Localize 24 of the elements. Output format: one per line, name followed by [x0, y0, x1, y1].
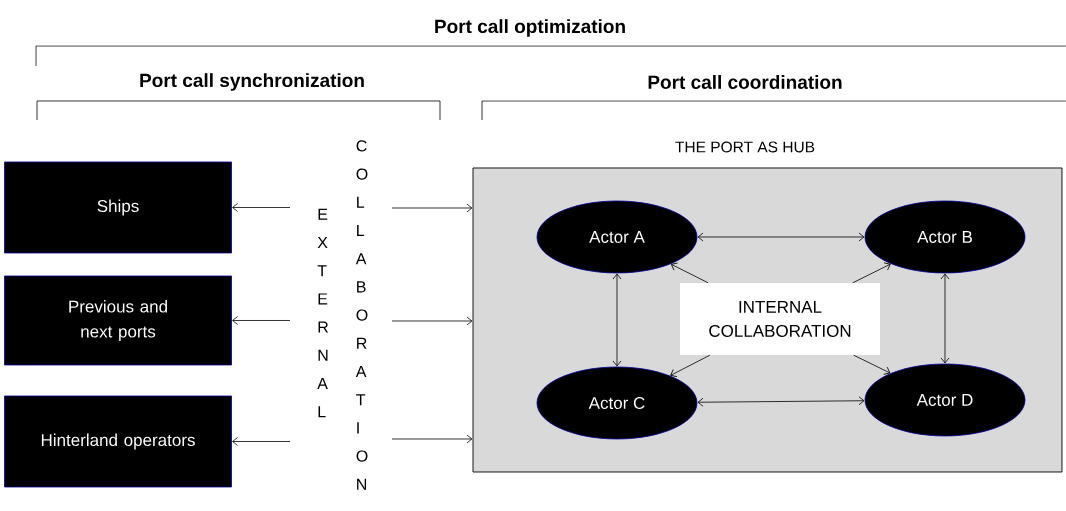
arrow: [853, 354, 891, 375]
vertical-text: COLLABORATION: [355, 140, 368, 490]
arrow: [852, 262, 891, 284]
arrow: [697, 232, 865, 242]
stakeholder-box: Hinterland operators: [4, 395, 232, 488]
node-label: THE PORT AS HUB: [675, 141, 815, 153]
arrow: [391, 434, 473, 444]
section-heading: Port call synchronization: [140, 73, 364, 91]
stakeholder-box: Ships: [4, 161, 232, 254]
section-heading: Port call optimization: [435, 19, 625, 37]
section-heading: Port call coordination: [648, 75, 842, 89]
arrow: [391, 203, 473, 213]
arrow: [697, 396, 865, 407]
vertical-text: EXTERNAL: [317, 208, 329, 418]
arrow: [940, 273, 950, 364]
stakeholder-box: Previous and next ports: [4, 275, 232, 366]
text-box: INTERNAL COLLABORATION: [680, 283, 880, 355]
arrow: [232, 203, 291, 212]
arrow: [391, 316, 473, 326]
arrow: [232, 437, 291, 446]
arrow: [612, 273, 622, 367]
arrow: [670, 354, 711, 377]
arrow: [232, 316, 291, 325]
arrow: [670, 262, 709, 284]
